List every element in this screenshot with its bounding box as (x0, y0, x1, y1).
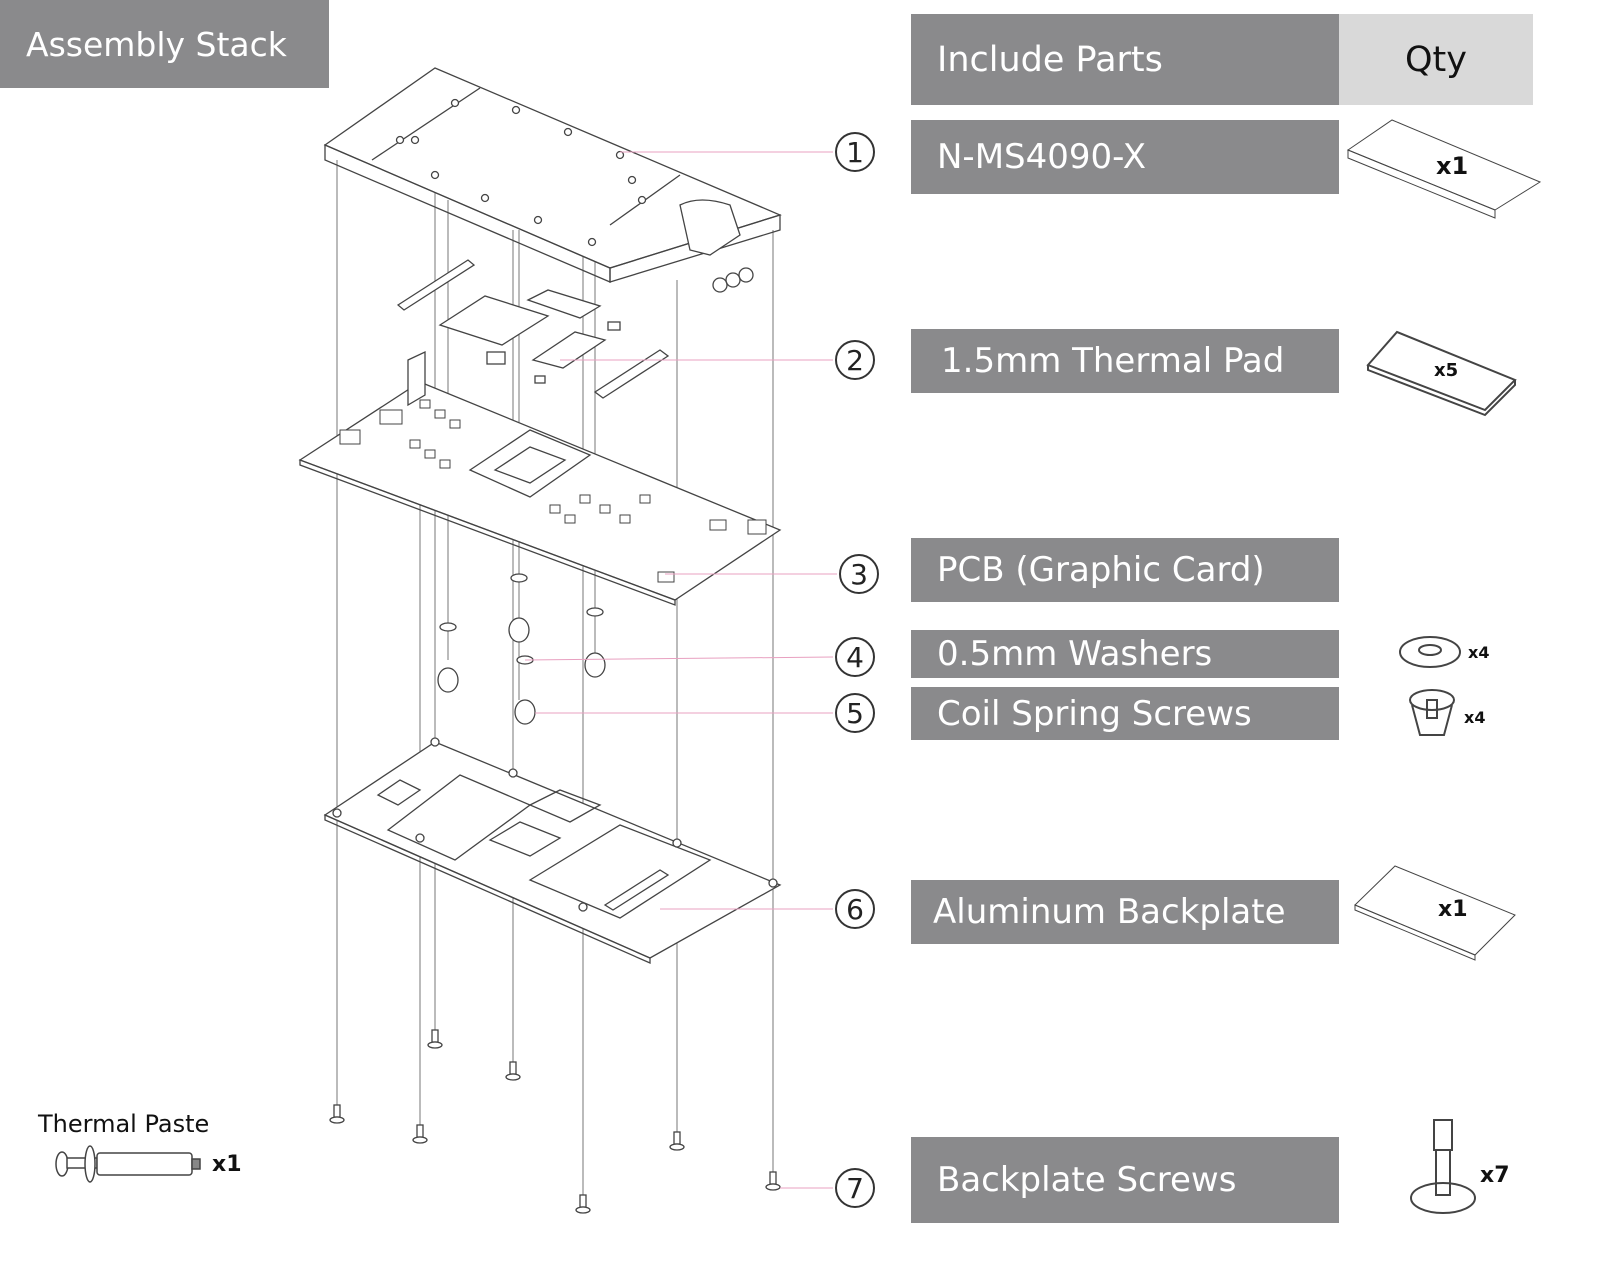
thumb-washer (1399, 636, 1461, 668)
qty-water-block: x1 (1436, 152, 1469, 180)
pcb (298, 350, 782, 606)
callout-2: 2 (835, 340, 875, 380)
thermal-paste-qty: x1 (212, 1152, 242, 1177)
washers (439, 573, 604, 665)
assembly-stack-title: Assembly Stack (0, 0, 329, 88)
callout-6: 6 (835, 889, 875, 929)
qty-coil-springs: x4 (1464, 708, 1486, 727)
part-row-thermal-pad: 1.5mm Thermal Pad (911, 329, 1339, 393)
callout-3: 3 (839, 554, 879, 594)
qty-washers: x4 (1468, 643, 1490, 662)
part-row-backplate: Aluminum Backplate (911, 880, 1339, 944)
qty-header: Qty (1339, 14, 1533, 105)
part-row-water-block: N-MS4090-X (911, 120, 1339, 194)
backplate-screws (329, 1029, 781, 1214)
part-row-pcb: PCB (Graphic Card) (911, 538, 1339, 602)
part-row-backplate-screws: Backplate Screws (911, 1137, 1339, 1223)
part-row-coil-springs: Coil Spring Screws (911, 687, 1339, 740)
thumb-backplate (1354, 865, 1516, 961)
thermal-paste-syringe (55, 1145, 201, 1183)
guide-lines (336, 160, 774, 1195)
thermal-pads (396, 259, 670, 399)
qty-backplate: x1 (1438, 897, 1468, 922)
coil-springs (437, 617, 606, 725)
part-row-washers: 0.5mm Washers (911, 630, 1339, 678)
thumb-spring (1409, 689, 1455, 736)
qty-thermal-pad: x5 (1434, 360, 1459, 381)
thumb-thermal-pad (1366, 330, 1517, 417)
include-parts-header: Include Parts (911, 14, 1339, 105)
callout-5: 5 (835, 693, 875, 733)
backplate (323, 737, 782, 964)
thumb-screw (1410, 1119, 1476, 1214)
leader-lines (524, 151, 837, 1189)
thermal-paste-label: Thermal Paste (38, 1110, 210, 1138)
callout-4: 4 (835, 637, 875, 677)
callout-1: 1 (835, 132, 875, 172)
thumb-water-block (1346, 119, 1542, 219)
callout-7: 7 (835, 1168, 875, 1208)
water-block (323, 67, 782, 293)
qty-backplate-screws: x7 (1480, 1163, 1510, 1188)
